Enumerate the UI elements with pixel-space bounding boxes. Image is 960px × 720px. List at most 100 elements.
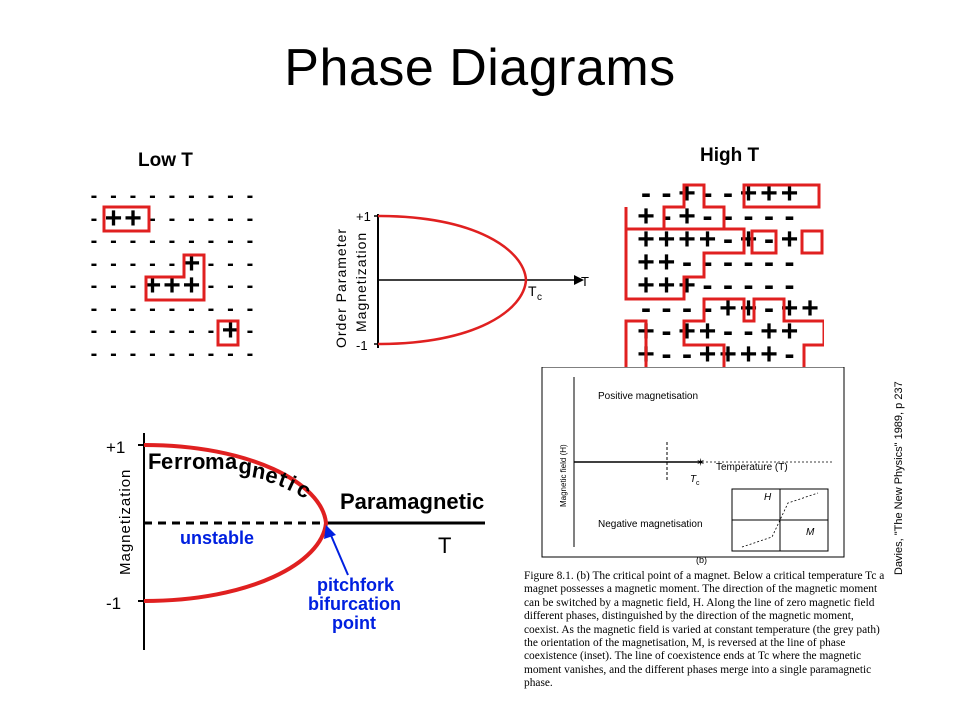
high-t-spin-up: + xyxy=(657,223,676,256)
low-t-spin-down: - xyxy=(90,207,98,230)
low-t-label: Low T xyxy=(138,150,193,171)
low-t-spin-down: - xyxy=(110,342,117,365)
low-t-domain-1 xyxy=(102,205,151,233)
bif-minus-one: -1 xyxy=(106,594,121,613)
high-t-spin-up: + xyxy=(698,338,717,371)
low-t-spin-down: - xyxy=(207,297,215,320)
low-t-domain-3 xyxy=(216,319,240,347)
low-t-spin-down: - xyxy=(110,275,117,297)
low-t-spin-down: - xyxy=(149,342,156,365)
low-t-spin-down: - xyxy=(246,207,254,230)
high-t-spin-up: + xyxy=(678,223,696,256)
low-t-spin-down: - xyxy=(149,320,156,342)
low-t-spin-down: - xyxy=(246,297,254,320)
low-t-spin-down: - xyxy=(168,320,176,342)
scan-negative-label: Negative magnetisation xyxy=(598,519,703,530)
bif-plus-one: +1 xyxy=(106,438,125,457)
scan-inset-m: M xyxy=(806,527,815,538)
low-t-spin-down: - xyxy=(149,297,156,320)
low-t-spin-down: - xyxy=(90,275,98,297)
low-t-spin-down: - xyxy=(129,320,137,342)
scan-panel-b: (b) xyxy=(696,555,707,565)
order-t-axis-label: T xyxy=(581,274,589,289)
high-t-domain-6 xyxy=(682,297,824,369)
scan-tc-subscript: c xyxy=(696,480,700,487)
high-t-spin-down: - xyxy=(702,292,713,325)
high-t-spin-down: - xyxy=(682,338,692,371)
order-t-arrow xyxy=(574,275,584,285)
low-t-domain-outlines xyxy=(102,205,240,347)
low-t-spin-down: - xyxy=(129,297,137,320)
high-t-spin-down: - xyxy=(702,246,713,279)
low-t-spin-down: - xyxy=(188,230,195,252)
high-t-spin-up: + xyxy=(739,338,758,371)
low-t-spin-down: - xyxy=(149,185,156,207)
low-t-spin-down: - xyxy=(168,342,176,365)
low-t-spin-down: - xyxy=(207,252,215,275)
low-t-spin-down: - xyxy=(246,342,254,365)
low-t-spin-down: - xyxy=(90,185,98,207)
low-t-domain-2 xyxy=(144,253,206,302)
high-t-spin-down: - xyxy=(661,177,672,210)
low-t-spin-up: + xyxy=(221,314,240,347)
high-t-spin-down: - xyxy=(661,292,672,325)
low-t-spin-down: - xyxy=(168,297,176,320)
scan-tc-star: ✶ xyxy=(696,457,705,469)
low-t-spin-down: - xyxy=(90,342,98,365)
low-t-spin-down: - xyxy=(227,230,234,252)
bif-pitchfork-line-1: pitchfork xyxy=(317,575,395,595)
high-t-spin-down: - xyxy=(743,315,754,348)
low-t-spin-down: - xyxy=(246,185,254,207)
high-t-spin-up: + xyxy=(637,223,655,256)
high-t-domain-5 xyxy=(800,229,824,255)
low-t-spin-down: - xyxy=(227,297,234,320)
low-t-spin-down: - xyxy=(90,320,98,342)
bif-pitchfork-line-2: bifurcation xyxy=(308,594,401,614)
high-t-spin-up: + xyxy=(719,292,737,325)
low-t-spin-down: - xyxy=(227,275,234,297)
ferro-letter: n xyxy=(250,457,268,484)
low-t-spin-up: + xyxy=(124,201,142,235)
bif-pitchfork-line-3: point xyxy=(332,613,376,633)
low-t-spin-down: - xyxy=(110,230,117,252)
high-t-spin-up: + xyxy=(760,338,778,371)
low-t-spin-down: - xyxy=(227,207,234,230)
bif-unstable-label: unstable xyxy=(180,528,254,548)
high-t-spin-down: - xyxy=(723,315,733,348)
high-t-domain-4 xyxy=(750,229,778,255)
high-t-spin-up: + xyxy=(698,223,717,256)
high-t-spin-down: - xyxy=(723,246,733,279)
high-t-spin-down: - xyxy=(784,246,795,279)
order-tc-subscript: c xyxy=(537,292,542,303)
low-t-spin-down: - xyxy=(246,275,254,297)
high-t-spin-up: + xyxy=(801,292,819,325)
low-t-spin-down: - xyxy=(149,252,156,275)
order-plus-one: +1 xyxy=(356,209,371,224)
high-t-spin-up: + xyxy=(780,315,799,348)
high-t-spin-up: + xyxy=(637,246,655,279)
high-t-spin-down: - xyxy=(764,200,774,233)
bif-paramagnetic-label: Paramagnetic xyxy=(340,489,484,514)
low-t-spin-down: - xyxy=(110,297,117,320)
high-t-spin-up: + xyxy=(678,200,696,233)
low-t-spin-down: - xyxy=(207,320,215,342)
scan-inset-h: H xyxy=(764,492,772,503)
low-t-spin-up: + xyxy=(182,269,201,302)
high-t-spin-down: - xyxy=(764,269,774,302)
high-t-spin-up: + xyxy=(698,315,717,348)
low-t-spin-down: - xyxy=(246,230,254,252)
scan-field-label: Magnetic field (H) xyxy=(559,444,568,507)
low-t-spin-down: - xyxy=(207,230,215,252)
high-t-spin-up: + xyxy=(780,223,799,256)
low-t-spin-down: - xyxy=(188,297,195,320)
high-t-spin-down: - xyxy=(682,246,692,279)
high-t-spin-down: - xyxy=(764,246,774,279)
low-t-spin-down: - xyxy=(227,252,234,275)
high-t-spin-down: - xyxy=(702,269,713,302)
page-title: Phase Diagrams xyxy=(284,39,676,97)
scan-temperature-label: Temperature (T) xyxy=(716,462,788,473)
low-t-spin-down: - xyxy=(188,207,195,230)
high-t-domain-3 xyxy=(624,207,746,301)
figure-caption: Figure 8.1. (b) The critical point of a … xyxy=(524,570,885,690)
low-t-spin-down: - xyxy=(207,342,215,365)
